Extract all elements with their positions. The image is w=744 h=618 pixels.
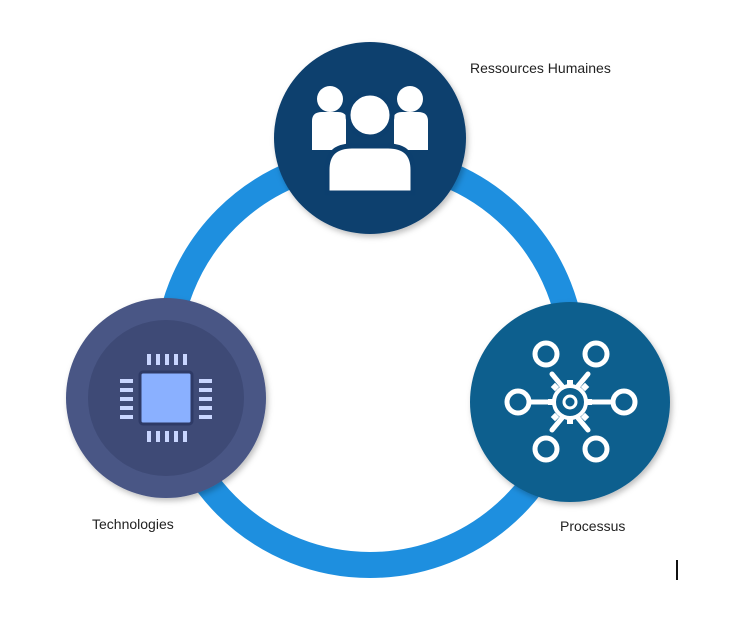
node-technologies — [66, 298, 266, 498]
label-processus: Processus — [560, 518, 626, 534]
cpu-chip-icon — [120, 354, 212, 442]
node-ressources-humaines — [274, 42, 466, 234]
label-ressources-humaines: Ressources Humaines — [470, 60, 611, 76]
label-technologies: Technologies — [92, 516, 174, 532]
people-group-icon — [312, 86, 428, 196]
node-processus — [470, 302, 670, 502]
text-cursor — [676, 560, 678, 580]
gear-teeth — [548, 380, 592, 424]
